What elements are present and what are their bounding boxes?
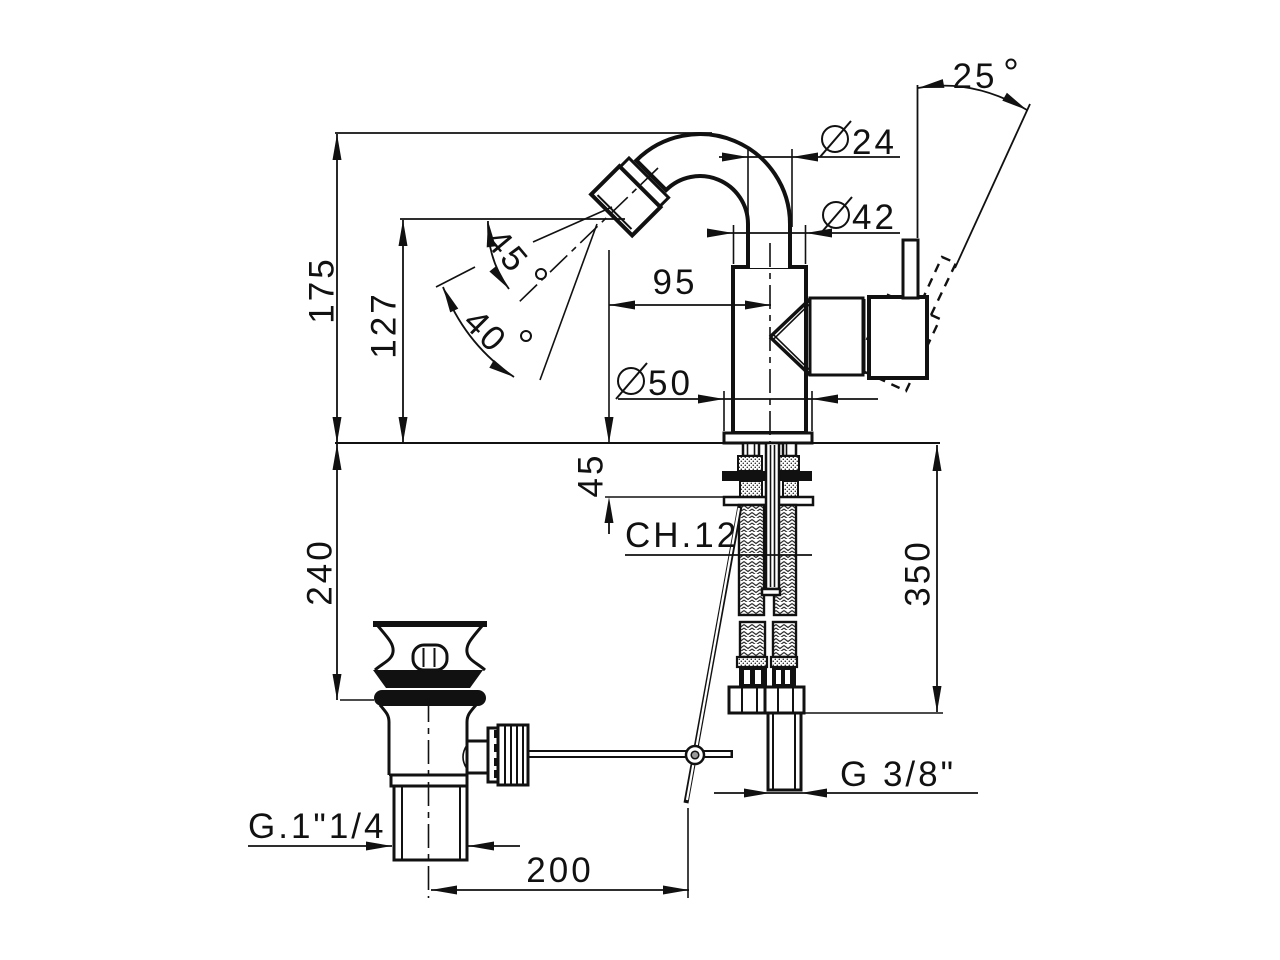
left-stud-thread (737, 455, 763, 472)
dim-waste-thread: G.1"1/4 (248, 807, 520, 851)
right-hose-collar (772, 667, 796, 687)
dim-dia24-label: 24 (852, 123, 897, 162)
drain-bevel-ring (373, 670, 483, 688)
handle-neck-cylinder (808, 296, 865, 377)
left-hose-lower (738, 620, 767, 659)
right-stud-thread (778, 455, 800, 472)
dim-wrench-size: CH.12 (625, 516, 812, 556)
popup-rod-guide (764, 441, 781, 591)
dim-45-deck-label: 45 (571, 453, 610, 498)
dim-95-label: 95 (653, 263, 698, 302)
dim-dia50-label: 50 (648, 364, 693, 403)
drain-body-left (378, 704, 391, 775)
dim-body-diameter: 42 (707, 196, 900, 264)
dim-base-diameter: 50 (615, 362, 878, 431)
dim-hose-drop: 350 (803, 445, 943, 714)
dim-handle-angle: 25 (916, 57, 1031, 269)
dim-40-spray-label: 40 (456, 302, 515, 361)
degree-symbol (520, 330, 532, 342)
left-hose-upper (737, 503, 766, 617)
diameter-symbol (617, 367, 645, 395)
dim-spray-angles: 45 40 (435, 206, 613, 381)
handle-lever (901, 238, 920, 300)
dim-45-spray-label: 45 (478, 222, 537, 281)
dim-240-label: 240 (300, 538, 339, 605)
dim-deck-thickness: 45 (571, 417, 724, 534)
dim-175-label: 175 (302, 256, 341, 323)
aerator-face-line (596, 194, 633, 230)
dim-350-label: 350 (898, 539, 937, 606)
right-crimp (769, 655, 799, 669)
right-hose-lower (771, 620, 798, 659)
dim-rod-reach: 200 (431, 808, 689, 898)
left-hose-collar (739, 667, 767, 687)
wrench-size-label: CH.12 (625, 516, 739, 555)
dim-overall-height: 175 (302, 132, 712, 443)
degree-symbol (1005, 58, 1017, 70)
diameter-symbol (822, 201, 850, 229)
drain-seal-ring (374, 690, 486, 706)
left-hex-nut (727, 685, 770, 715)
right-stud-thread-lower (782, 480, 799, 498)
dim-127-label: 127 (364, 291, 403, 358)
spout-axis-centerline (517, 167, 659, 304)
dim-spout-height: 127 (364, 218, 625, 443)
degree-symbol (535, 268, 547, 280)
dim-spout-reach: 95 (608, 250, 771, 443)
supply-thread-label: G 3/8" (840, 755, 956, 794)
dim-spout-diameter: 24 (719, 120, 900, 227)
dim-200-label: 200 (526, 851, 593, 890)
dim-drain-depth: 240 (300, 444, 374, 701)
waste-thread-label: G.1"1/4 (248, 807, 387, 846)
body-to-handle-cone (768, 297, 812, 377)
popup-plug (373, 621, 487, 672)
spout-curve (633, 132, 792, 268)
left-stud-thread-lower (739, 480, 763, 498)
dim-dia42-label: 42 (852, 198, 897, 237)
supply-hoses (727, 441, 806, 792)
left-stud (741, 441, 761, 458)
bidet-faucet (517, 132, 958, 452)
drain-assembly (373, 621, 530, 898)
dim-supply-thread: G 3/8" (714, 755, 978, 798)
plug-knob (411, 643, 449, 672)
right-stud (781, 441, 798, 458)
popup-rod-foot (760, 587, 782, 597)
aerator-tip (588, 163, 664, 239)
base-flange (722, 431, 814, 445)
handle-body (867, 295, 929, 380)
left-crimp (735, 655, 769, 669)
dim-25-label: 25 (953, 57, 998, 96)
diameter-symbol (821, 125, 849, 153)
drain-tailpipe (392, 784, 469, 862)
right-hex-nut (763, 685, 806, 715)
